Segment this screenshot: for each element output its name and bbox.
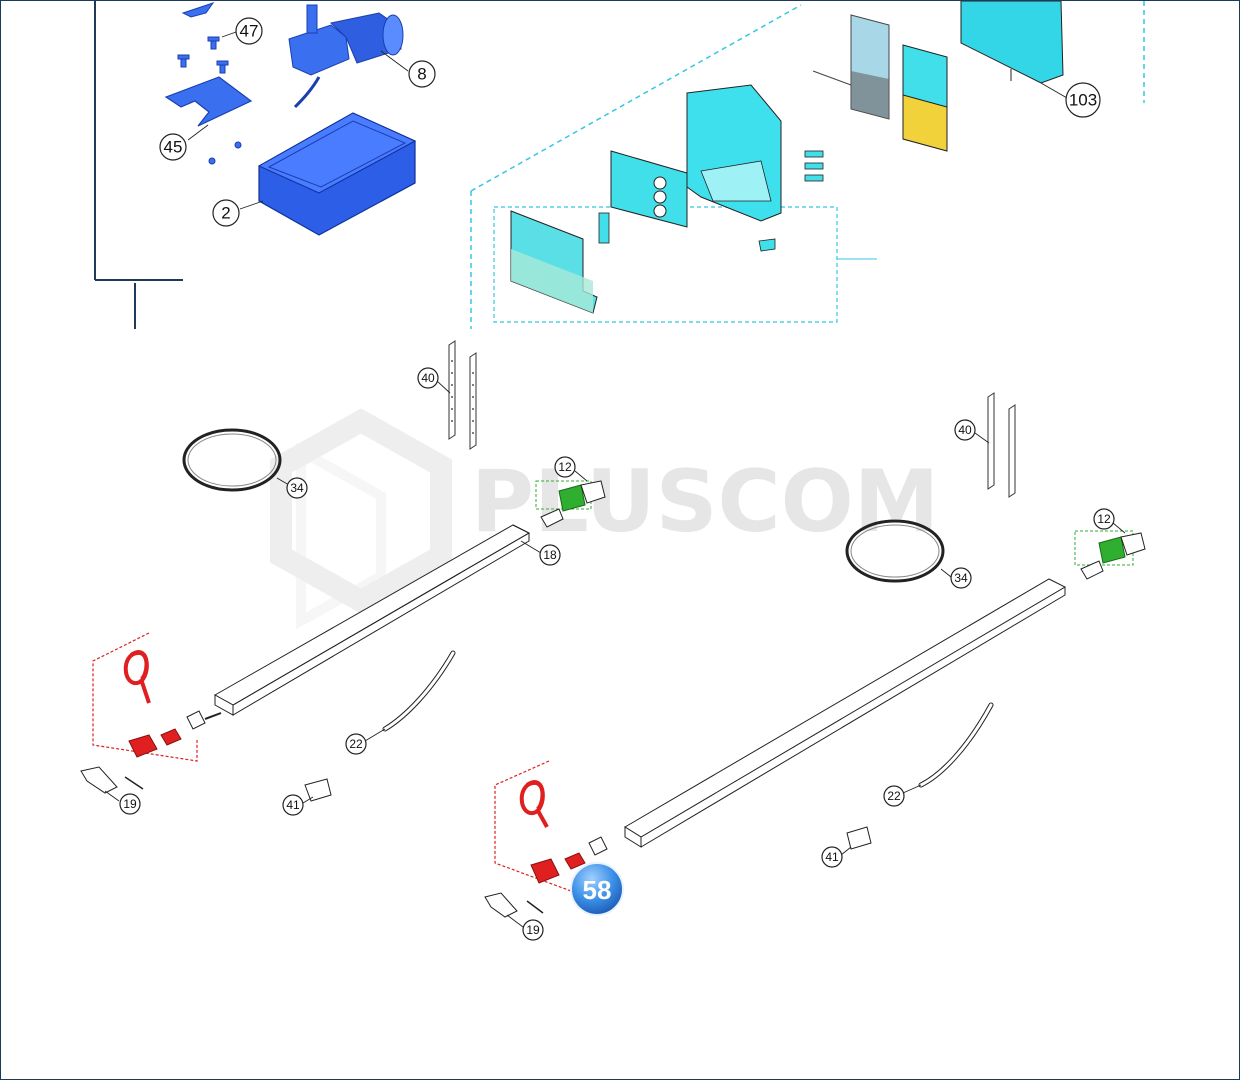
- svg-text:40: 40: [958, 423, 972, 437]
- callout-12-right: 12: [1093, 508, 1115, 530]
- svg-text:34: 34: [954, 571, 968, 585]
- callout-41-right: 41: [821, 846, 843, 868]
- callout-19-right: 19: [522, 919, 544, 941]
- rail-assembly-right: [484, 392, 1146, 918]
- control-panel-group: [470, 1, 1145, 329]
- callout-12-left: 12: [554, 456, 576, 478]
- motor-unit: [288, 4, 404, 109]
- svg-text:19: 19: [526, 923, 540, 937]
- callout-22-left: 22: [345, 733, 367, 755]
- part-58-badge[interactable]: 58: [570, 862, 624, 916]
- callout-34-left: 34: [286, 477, 308, 499]
- callout-34-right: 34: [950, 567, 972, 589]
- callout-47: 47: [235, 17, 263, 45]
- svg-text:8: 8: [417, 65, 426, 84]
- callout-8: 8: [408, 60, 436, 88]
- assembly-bracket-lines: [94, 1, 183, 329]
- svg-text:22: 22: [887, 789, 901, 803]
- callout-45: 45: [159, 133, 187, 161]
- svg-text:12: 12: [558, 460, 572, 474]
- svg-text:41: 41: [286, 798, 300, 812]
- svg-text:2: 2: [221, 204, 230, 223]
- callout-41-left: 41: [282, 794, 304, 816]
- svg-text:18: 18: [543, 548, 557, 562]
- svg-text:19: 19: [123, 797, 137, 811]
- pluscom-watermark: PLUSCOM: [270, 408, 939, 630]
- callout-19-left: 19: [119, 793, 141, 815]
- svg-text:45: 45: [164, 138, 183, 157]
- callout-22-right: 22: [883, 785, 905, 807]
- motor-assembly: [164, 2, 417, 236]
- svg-text:12: 12: [1097, 512, 1111, 526]
- callout-40-left: 40: [417, 367, 439, 389]
- callout-leaders: [104, 31, 1126, 928]
- callout-103: 103: [1065, 82, 1101, 118]
- callout-18: 18: [539, 544, 561, 566]
- watermark-text: PLUSCOM: [471, 452, 939, 552]
- svg-text:41: 41: [825, 850, 839, 864]
- rail-assembly-left: [80, 340, 606, 802]
- svg-text:40: 40: [421, 371, 435, 385]
- callout-40-right: 40: [954, 419, 976, 441]
- svg-text:103: 103: [1069, 91, 1097, 110]
- badge-label: 58: [583, 875, 612, 905]
- svg-text:47: 47: [240, 22, 259, 41]
- svg-text:22: 22: [349, 737, 363, 751]
- callout-2: 2: [212, 199, 240, 227]
- svg-text:34: 34: [290, 481, 304, 495]
- tank-box: [257, 112, 417, 236]
